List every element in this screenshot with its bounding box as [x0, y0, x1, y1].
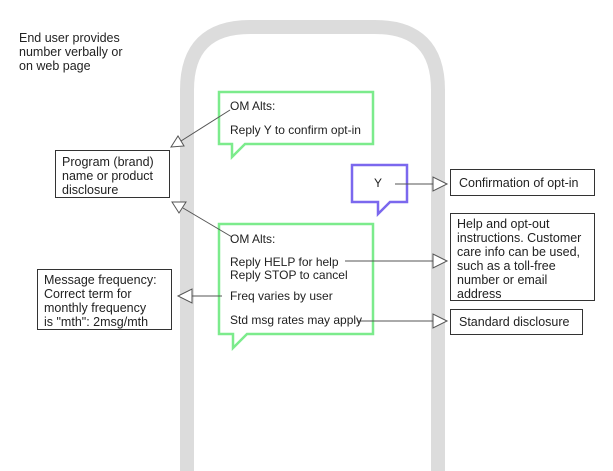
- bubble-2-freq: Freq varies by user: [230, 289, 333, 303]
- bubble-1-sender: OM Alts:: [230, 99, 276, 113]
- confirmation-box: Confirmation of opt-in: [450, 169, 595, 196]
- help-box: Help and opt-out instructions. Customer …: [450, 213, 595, 301]
- frequency-box: Message frequency: Correct term for mont…: [37, 269, 172, 330]
- connector-bubble2-program: [182, 207, 233, 238]
- bubble-2-shape: [217, 222, 375, 352]
- arrowhead-help: [432, 253, 449, 269]
- top-note: End user provides number verbally or on …: [19, 31, 123, 73]
- arrowhead-confirmation: [432, 176, 449, 192]
- phone-outline: [180, 20, 445, 471]
- reply-bubble-text: Y: [374, 176, 383, 190]
- reply-bubble-shape: [350, 163, 409, 218]
- bubble-2-rates: Std msg rates may apply: [230, 313, 363, 327]
- arrowhead-frequency: [176, 288, 193, 304]
- arrowhead-program-top: [170, 135, 185, 148]
- connector-bubble1-program: [180, 109, 231, 142]
- arrowhead-standard: [432, 313, 449, 329]
- bubble-2-help: Reply HELP for help Reply STOP to cancel: [230, 255, 348, 282]
- bubble-1-body: Reply Y to confirm opt-in: [230, 123, 361, 137]
- arrowhead-program-bottom: [171, 201, 187, 214]
- bubble-1-shape: [217, 90, 375, 161]
- standard-box: Standard disclosure: [450, 309, 583, 335]
- bubble-2-sender: OM Alts:: [230, 232, 276, 246]
- program-box: Program (brand) name or product disclosu…: [55, 150, 170, 198]
